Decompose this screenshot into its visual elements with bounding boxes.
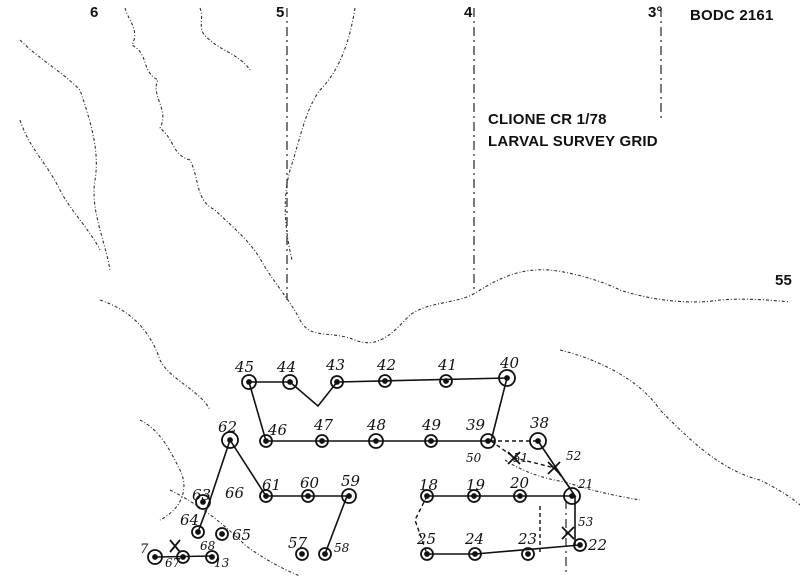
station-label-13: 13: [214, 556, 230, 570]
station-label-49: 49: [421, 416, 442, 434]
map-title: CLIONE CR 1/78: [488, 111, 607, 128]
station-label-50: 50: [466, 451, 482, 465]
coastline: [19, 7, 800, 577]
document-id: BODC 2161: [690, 7, 774, 24]
station-label-53: 53: [578, 515, 594, 529]
station-label-68: 68: [200, 539, 216, 553]
station-symbols: [147, 369, 587, 565]
longitude-label-3w: 3°: [648, 4, 663, 21]
station-label-46: 46: [267, 421, 288, 439]
station-label-20: 20: [509, 474, 530, 492]
station-label-18: 18: [419, 476, 438, 494]
station-label-64: 64: [180, 511, 199, 529]
station-label-43: 43: [325, 356, 345, 374]
station-label-19: 19: [466, 476, 486, 494]
station-label-61: 61: [262, 476, 281, 494]
cross-markers: [169, 451, 575, 553]
station-label-7: 7: [140, 542, 149, 557]
station-label-59: 59: [341, 472, 361, 490]
station-label-65: 65: [232, 526, 251, 544]
station-label-44: 44: [276, 358, 296, 376]
station-label-58: 58: [334, 541, 350, 555]
station-label-38: 38: [530, 414, 549, 432]
station-label-62: 62: [218, 418, 237, 436]
station-label-41: 41: [437, 356, 457, 374]
station-label-60: 60: [300, 474, 320, 492]
cruise-track: [154, 377, 581, 558]
station-label-21: 21: [577, 477, 593, 491]
longitude-label-4w: 4: [464, 4, 473, 21]
station-label-63: 63: [192, 486, 211, 504]
station-label-48: 48: [366, 416, 386, 434]
station-label-67: 67: [165, 556, 181, 570]
station-labels: 40 41 42 43 44 45 46 47 48 49 39 38 50 5…: [140, 354, 607, 570]
station-label-25: 25: [416, 530, 436, 548]
station-label-39: 39: [466, 416, 486, 434]
station-label-24: 24: [464, 530, 484, 548]
station-label-57: 57: [288, 534, 308, 552]
cruise-track-dashed: [414, 440, 571, 555]
station-label-52: 52: [566, 449, 581, 463]
longitude-label-6w: 6: [90, 4, 99, 21]
station-label-40: 40: [499, 354, 520, 372]
map-subtitle: LARVAL SURVEY GRID: [488, 133, 658, 150]
station-label-45: 45: [234, 358, 254, 376]
station-label-51: 51: [513, 451, 528, 465]
longitude-label-5w: 5: [276, 4, 285, 21]
latitude-label-55n: 55: [775, 272, 793, 289]
station-label-22: 22: [587, 536, 607, 554]
station-label-42: 42: [376, 356, 396, 374]
station-label-66: 66: [225, 484, 245, 502]
station-label-47: 47: [313, 416, 334, 434]
station-label-23: 23: [517, 530, 537, 548]
